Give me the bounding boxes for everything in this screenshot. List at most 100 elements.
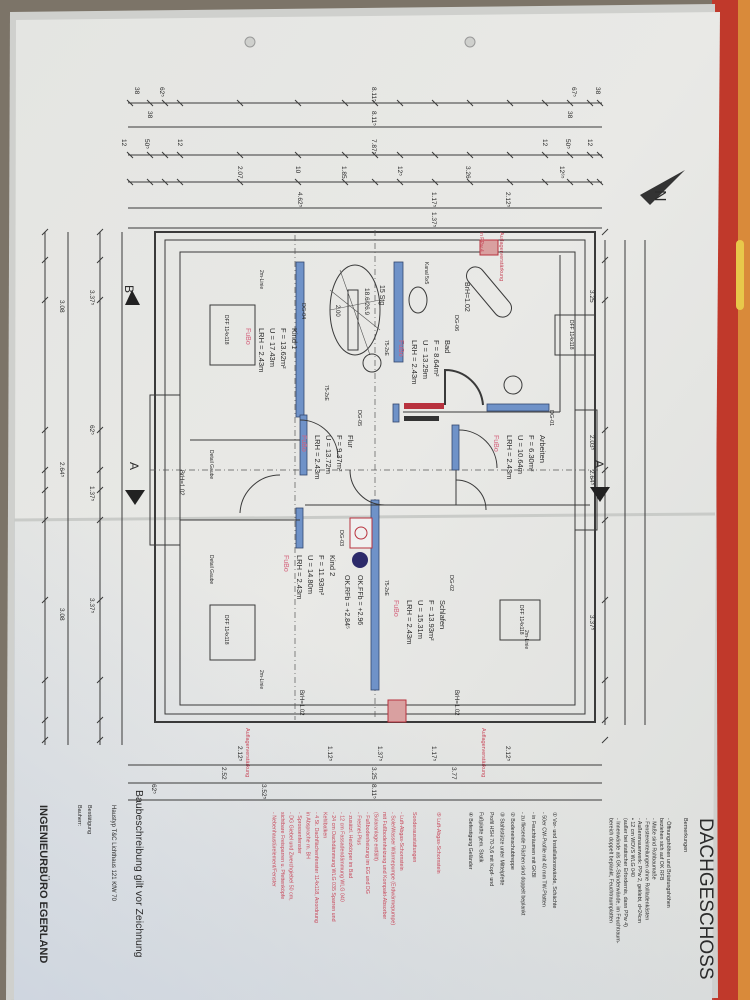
dimension-line	[146, 151, 154, 159]
plan-label-wall-thickness: 75-2xE	[383, 340, 389, 357]
special-line: in Absprache m. BH	[305, 812, 311, 859]
note-line: Fußplatte gem. Statik	[478, 812, 484, 863]
dimension-label: 2.12⁵	[236, 746, 243, 762]
special-line: - Sole/Wasser Wärmepumpe (Erdwärmepumpe)	[390, 812, 396, 925]
chimney-icon	[354, 526, 368, 540]
dimension-line	[96, 676, 104, 684]
special-line: - Nebenhaustürelement/Fenster	[271, 812, 277, 887]
dimension-label: 3.37⁵	[588, 615, 595, 631]
dimension-label: 1.12⁵	[326, 746, 333, 762]
dimension-line	[506, 99, 514, 107]
dimension-label: 38	[133, 87, 140, 95]
dimension-label: 3.77	[450, 767, 457, 780]
dimension-label: 3.26	[464, 166, 471, 179]
roof-window	[209, 304, 256, 366]
remark-line: • 12 cm WDVS WLG 040	[629, 818, 635, 877]
dimension-line	[146, 99, 154, 107]
dimension-label: 1.17⁵	[430, 746, 437, 762]
dimension-line	[176, 178, 184, 186]
folder-edge	[738, 0, 750, 1000]
dimension-label: 67⁵	[570, 87, 577, 97]
special-line: - Luft-Abgas-Schornstein	[398, 812, 404, 871]
room-floor: FuBo	[300, 435, 307, 452]
dimension-line	[541, 151, 549, 159]
dimension-line	[601, 676, 609, 684]
room-name: Flur	[346, 435, 355, 448]
section-a-arrow-icon	[125, 490, 145, 505]
plan-label-level-ffb: OK.FFb = +2.96	[356, 575, 363, 625]
dimension-label: 50⁵	[564, 139, 571, 149]
dimension-label: 1.17⁵	[430, 192, 437, 208]
roof-window	[554, 314, 596, 356]
north-arrow-icon	[640, 170, 685, 205]
dimension-line	[41, 296, 49, 304]
dimension-line	[294, 99, 302, 107]
dimension-line	[541, 178, 549, 186]
dimension-label: 4.62⁵	[296, 192, 303, 208]
dimension-line	[601, 736, 609, 744]
dimension-line	[96, 466, 104, 474]
dimension-line	[586, 178, 594, 186]
plan-label-knee-wall: 2m-Linie	[258, 670, 264, 689]
room-floor: FuBo	[244, 328, 251, 345]
plan-label-section-a: A	[592, 460, 606, 468]
dimension-line	[601, 228, 609, 236]
plan-label-knee-wall: 2m-Linie	[523, 630, 529, 649]
dimension-label: 3.52⁵	[260, 784, 267, 800]
plan-label-wall-thickness: 75-2xE	[323, 385, 329, 402]
plan-label-level-rfb: OK.RFb = +2.84⁵	[343, 575, 350, 629]
plan-label-reinforcement: Auflagerverstärkung	[498, 232, 504, 281]
plan-label-roof-window: DFF 114x118	[568, 320, 574, 350]
note-line: ③ Stahlstütze unter Mittelpfette	[499, 812, 505, 885]
dimension-line	[146, 178, 154, 186]
dimension-line	[601, 256, 609, 264]
dimension-line	[596, 99, 604, 107]
dimension-line	[96, 736, 104, 744]
roof-window	[499, 599, 541, 641]
room-area: F = 13.93m²	[427, 600, 436, 641]
plan-label-knee-wall: 2m-Linie	[258, 270, 264, 289]
dimension-line	[396, 178, 404, 186]
special-line: - 4 St. Dachflächenfenster 114x118, Anor…	[313, 812, 319, 923]
plan-label-reinforcement: Auflagerverstärkung	[480, 728, 486, 777]
room-height: LRH = 2.43m	[405, 600, 414, 644]
dimension-line	[466, 178, 474, 186]
plan-label-sill: BrH=1.02	[463, 282, 470, 312]
dimension-line	[601, 466, 609, 474]
dimension-line	[566, 151, 574, 159]
special-line: - Sprossenfenster	[296, 812, 302, 854]
dimension-label: 2.07	[236, 166, 243, 179]
dimension-line	[126, 178, 134, 186]
dimension-line	[596, 151, 604, 159]
special-line: - zusätzl. Heizkörper im Bad	[347, 812, 353, 878]
room-area: F = 9.37m²	[335, 435, 344, 472]
dimension-line	[294, 151, 302, 159]
note-line: - 50er CW-Profile mit 40 mm TW-Platten	[541, 812, 547, 907]
dimension-line	[396, 151, 404, 159]
dimension-line	[41, 716, 49, 724]
level-marker-icon	[352, 552, 368, 568]
dimension-line	[96, 596, 104, 604]
note-line: Profil HSH 70-3,6 mit Kopf- und	[488, 812, 494, 886]
room-height: LRH = 2.43m	[410, 340, 419, 384]
plan-label-stairs-ratio: 18.6/26.9	[363, 288, 370, 315]
dimension-line	[506, 178, 514, 186]
dimension-line	[126, 151, 134, 159]
plan-label-section-a: A	[127, 462, 141, 470]
special-line: Kehlbalken	[322, 812, 328, 838]
dimension-label: 1.37⁵	[376, 746, 383, 762]
dimension-line	[236, 151, 244, 159]
room-id: DG-02	[448, 575, 454, 591]
dimension-line	[601, 596, 609, 604]
dimension-label: 2.12⁵	[504, 746, 511, 762]
dimension-line	[431, 151, 439, 159]
dimension-line	[41, 228, 49, 236]
plan-label-channel: Kanal 5x5	[423, 262, 429, 284]
dimension-line	[41, 486, 49, 494]
room-floor: FuBo	[392, 600, 399, 617]
dimension-label: 38	[566, 111, 573, 119]
dimension-line	[161, 151, 169, 159]
plan-label-section-b: B	[122, 285, 136, 293]
remark-line: - Außenmauerwerk: PPw 2, geklebt, d=24cm	[636, 818, 642, 924]
dimension-label: 3.25	[370, 767, 377, 780]
